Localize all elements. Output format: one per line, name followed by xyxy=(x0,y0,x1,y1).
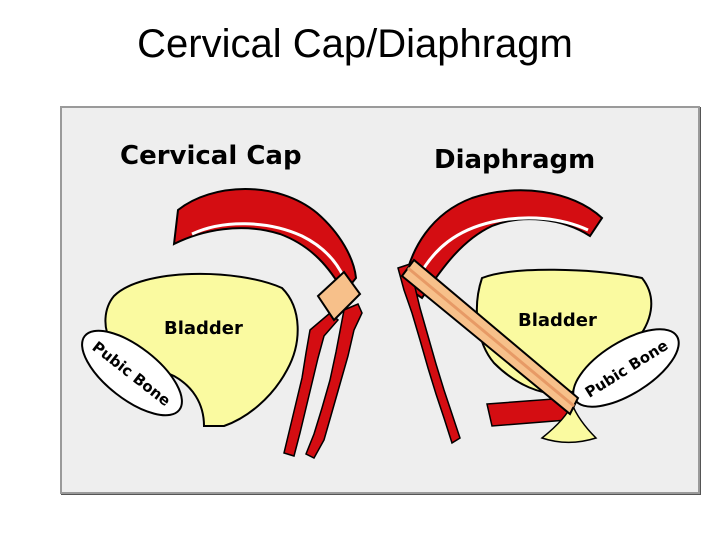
uterine-cavity-left xyxy=(191,222,346,279)
anatomy-diagram: Cervical Cap Bladder Pubic Bone Diaphrag… xyxy=(81,141,680,459)
diagram-frame: Cervical Cap Bladder Pubic Bone Diaphrag… xyxy=(60,106,700,494)
diaphragm-device-rim xyxy=(407,266,575,408)
slide-title: Cervical Cap/Diaphragm xyxy=(137,22,573,66)
bladder-label-right: Bladder xyxy=(518,310,597,331)
uterine-cavity-right xyxy=(416,216,589,279)
uterus-right xyxy=(402,189,604,300)
perineum-wedge xyxy=(540,401,598,444)
cervical-cap-heading: Cervical Cap xyxy=(120,141,302,171)
vaginal-wall-left-outer xyxy=(283,312,340,457)
bladder-label-left: Bladder xyxy=(164,318,243,339)
diaphragm-heading: Diaphragm xyxy=(434,145,595,175)
vaginal-wall-left-inner xyxy=(305,303,363,459)
vaginal-wall-right-upper xyxy=(397,263,461,445)
pubic-bone-left xyxy=(81,329,183,417)
cervical-cap-device xyxy=(316,270,362,322)
